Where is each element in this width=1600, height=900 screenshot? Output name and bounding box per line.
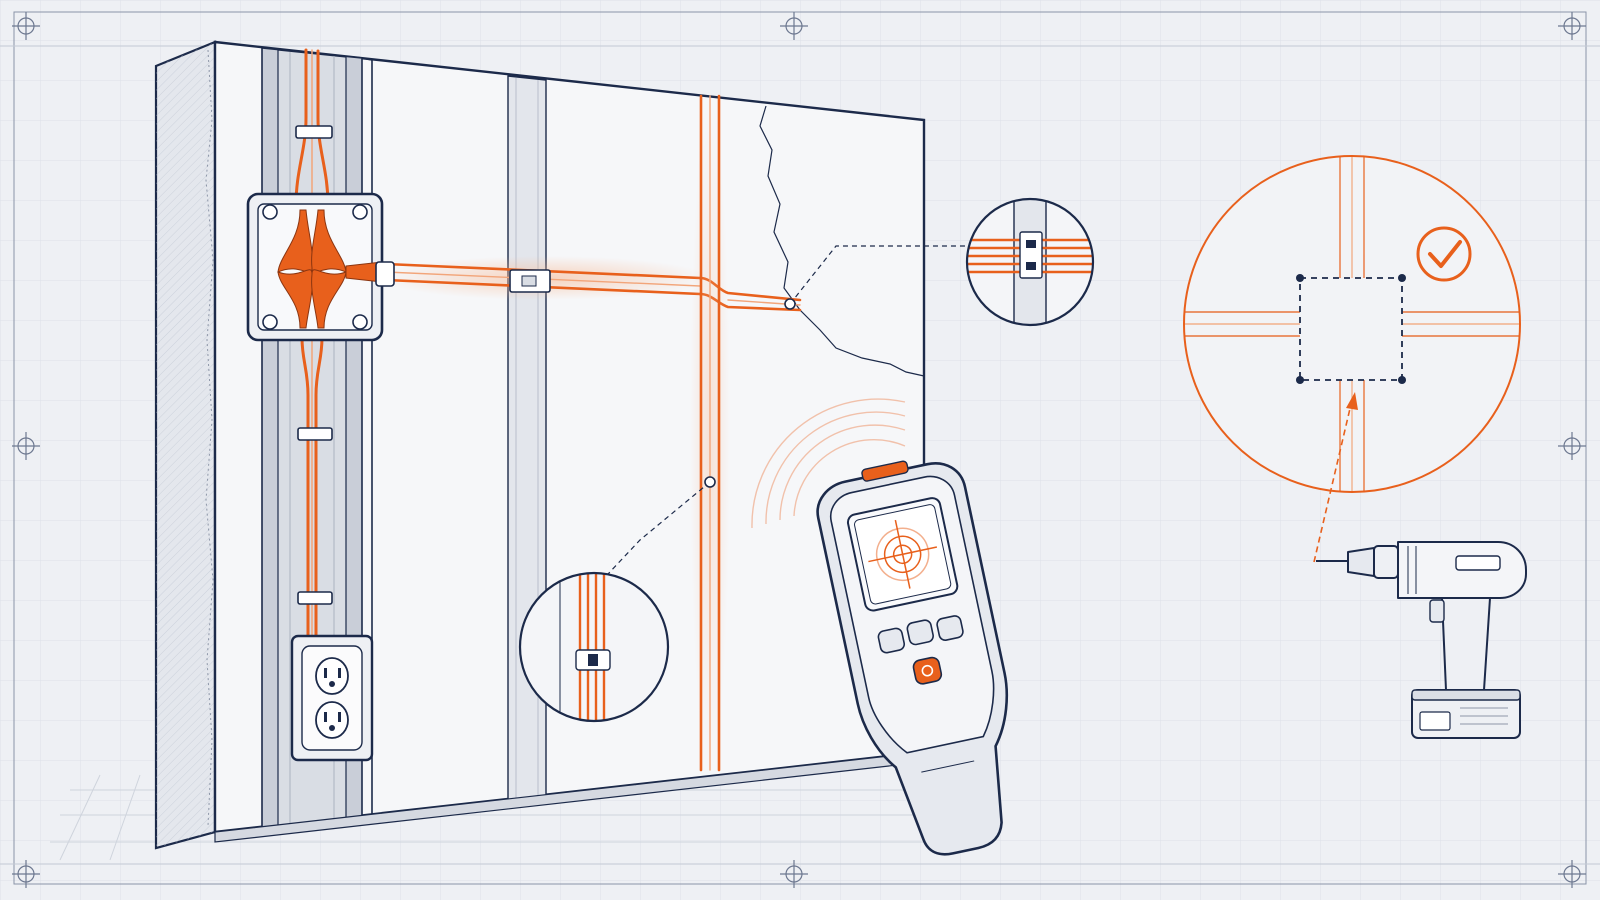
blueprint-frame <box>0 11 1600 885</box>
detail-lens-clip <box>518 571 670 723</box>
scan-waves <box>751 398 906 529</box>
probe-point <box>704 298 796 488</box>
crosshair-icon <box>12 12 1586 888</box>
cordless-drill <box>1316 541 1527 739</box>
safe-drilling-zone <box>1183 155 1521 493</box>
crosshair-target-icon <box>868 519 938 589</box>
drywall-section <box>154 40 926 850</box>
detail-lens-staple <box>965 197 1095 327</box>
cable-staple-screw <box>521 275 537 287</box>
stud-finder-scanner <box>816 460 1009 856</box>
vertical-wire-run-right <box>690 94 730 776</box>
leader-lines <box>607 245 966 575</box>
duplex-outlet <box>290 634 374 762</box>
junction-box <box>246 192 395 342</box>
drill-path-arrow <box>1313 392 1358 563</box>
cable-staple <box>295 125 333 605</box>
scan-button <box>912 656 943 685</box>
check-mark-icon <box>1416 226 1472 282</box>
